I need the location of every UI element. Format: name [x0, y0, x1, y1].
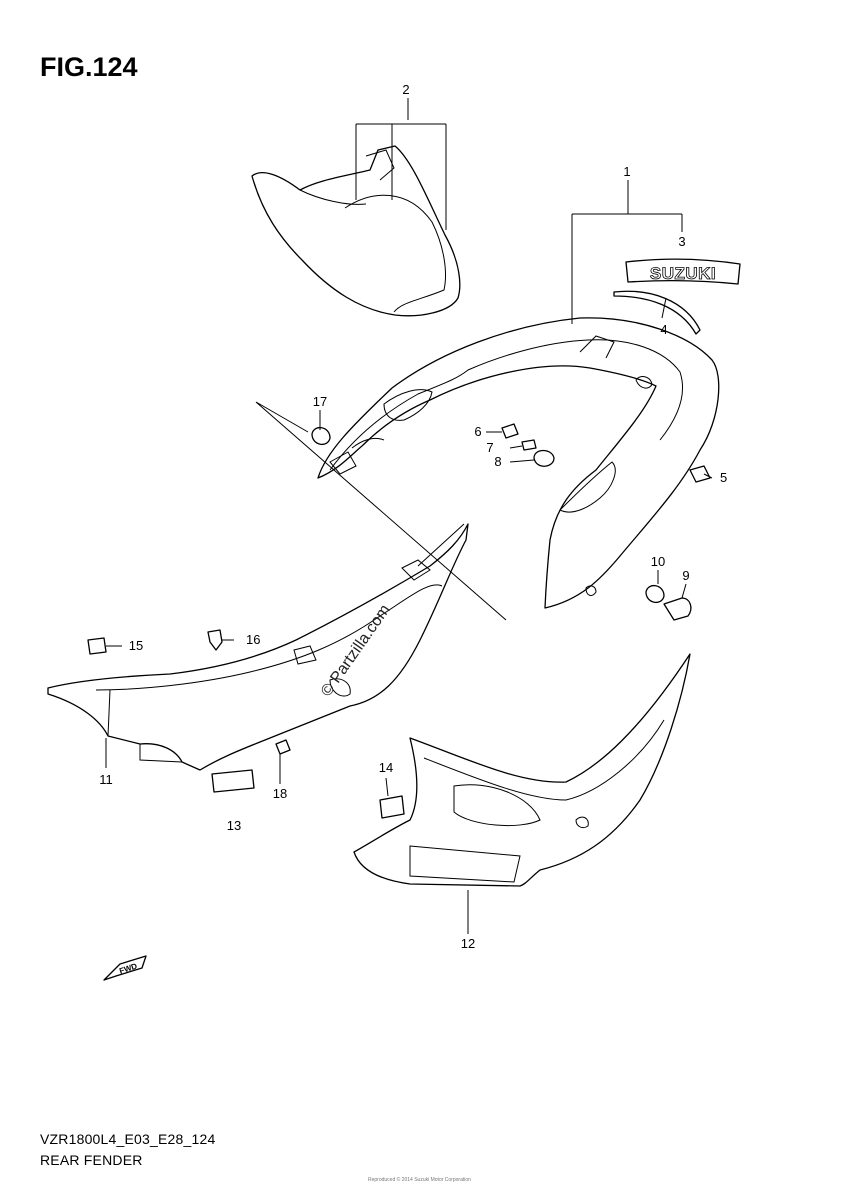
callout-12: 12: [461, 936, 475, 951]
part-6-screw[interactable]: [501, 423, 519, 439]
callout-3: 3: [678, 234, 685, 249]
part-13-pad[interactable]: [211, 769, 255, 793]
part-9-bolt[interactable]: [663, 597, 692, 621]
callout-17: 17: [313, 394, 327, 409]
figure-title: FIG.124: [40, 52, 138, 82]
part-10-cushion[interactable]: [645, 585, 665, 603]
diagram-code: VZR1800L4_E03_E28_124: [40, 1131, 216, 1147]
fwd-arrow: FWD: [103, 955, 147, 981]
part-8-cushion[interactable]: [533, 449, 555, 467]
diagram-name: REAR FENDER: [40, 1152, 143, 1168]
part-15-grommet[interactable]: [87, 637, 107, 655]
leader-lines: [105, 98, 713, 934]
part-17-cushion[interactable]: [311, 427, 331, 445]
part-11-fender-lower[interactable]: [47, 523, 469, 771]
callout-15: 15: [129, 638, 143, 653]
callout-9: 9: [682, 568, 689, 583]
callout-7: 7: [486, 440, 493, 455]
callout-numbers: 1 2 3 4 5 6 7 8 9 10 11 12 13 14 15 16 1…: [99, 82, 727, 951]
part-4-trim-strip[interactable]: [613, 290, 701, 335]
callout-4: 4: [660, 322, 667, 337]
part-12-side-cover[interactable]: [353, 653, 691, 887]
part-3-emblem[interactable]: SUZUKI: [625, 258, 741, 285]
callout-14: 14: [379, 760, 393, 775]
part-18-screw[interactable]: [275, 739, 291, 755]
callout-8: 8: [494, 454, 501, 469]
part-16-clip[interactable]: [207, 629, 223, 651]
callout-5: 5: [720, 470, 727, 485]
part-5-nut[interactable]: [689, 465, 711, 483]
callout-11: 11: [99, 772, 113, 787]
callout-16: 16: [246, 632, 260, 647]
part-14-pad[interactable]: [379, 795, 405, 819]
callout-10: 10: [651, 554, 665, 569]
part-7-collar[interactable]: [521, 439, 537, 451]
callout-2: 2: [402, 82, 409, 97]
callout-18: 18: [273, 786, 287, 801]
part-1-rear-fender[interactable]: [317, 317, 720, 609]
copyright-notice: Reproduced © 2014 Suzuki Motor Corporati…: [368, 1177, 471, 1183]
callout-1: 1: [623, 164, 630, 179]
part-2-seat-cowl[interactable]: [251, 145, 461, 317]
callout-13: 13: [227, 818, 241, 833]
emblem-text: SUZUKI: [650, 264, 716, 283]
callout-6: 6: [474, 424, 481, 439]
